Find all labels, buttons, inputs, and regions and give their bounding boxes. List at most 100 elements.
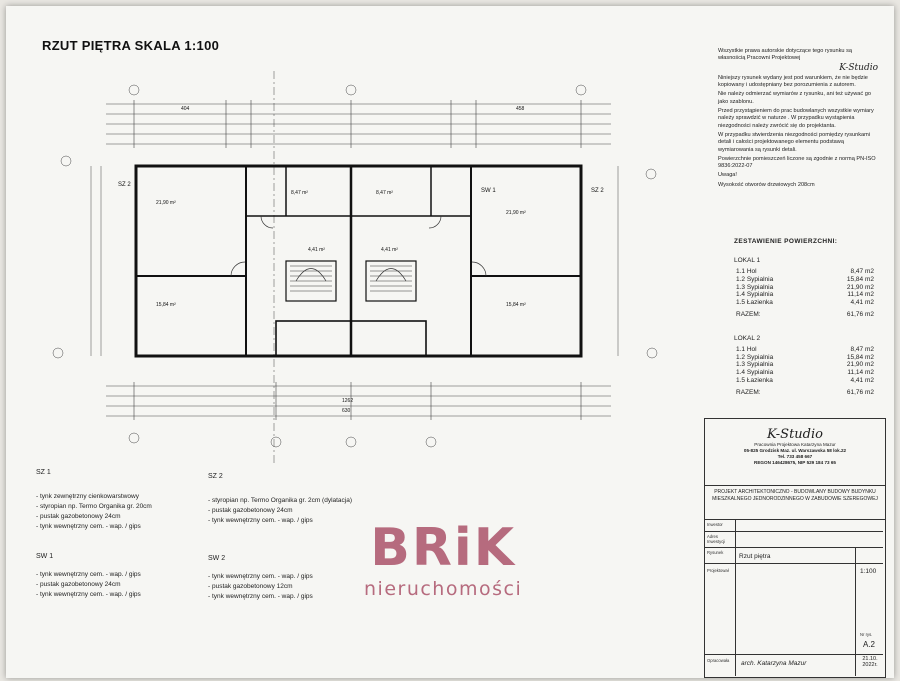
project-name: PROJEKT ARCHITEKTONICZNO - BUDOWLANY BUD… (705, 486, 885, 520)
area-row: 1.5 Łazienka 4,41 m2 (734, 299, 874, 307)
designer-label: Projektował (707, 568, 729, 573)
studio-ids: REGON 146428675, NIP 529 184 73 65 (754, 460, 836, 465)
studio-owner: Pracownia Projektowa Katarzyna Mazur (754, 442, 836, 447)
area-row: 1.5 Łazienka 4,41 m2 (734, 377, 874, 385)
note-doors: Wysokość otworów drzwiowych 208cm (718, 181, 815, 188)
legend-sz2-line: - pustak gazobetonowy 24cm (208, 507, 293, 514)
area-name: 1.4 Sypialnia (736, 291, 774, 299)
dimension-total: 1262 (342, 398, 353, 404)
wall-label-sz2-right: SZ 2 (591, 188, 604, 194)
drawing-title: RZUT PIĘTRA SKALA 1:100 (42, 38, 220, 53)
total-label: RAZEM: (736, 388, 761, 396)
legend-sw1-line: - pustak gazobetonowy 24cm (36, 581, 121, 588)
area-value: 15,84 m2 (846, 275, 874, 283)
total-value: 61,76 m2 (846, 310, 874, 318)
area-summary-heading: ZESTAWIENIE POWIERZCHNI: (734, 238, 838, 245)
author-label: Opracowała (707, 658, 730, 663)
area-total-row: RAZEM: 61,76 m2 (734, 311, 874, 319)
legend-sw1-line: - tynk wewnętrzny cem. - wap. / gips (36, 571, 141, 578)
legend-sw2: SW 2 - tynk wewnętrzny cem. - wap. / gip… (208, 554, 313, 602)
area-name: 1.5 Łazienka (736, 376, 773, 384)
legend-sw1-line: - tynk wewnętrzny cem. - wap. / gips (36, 591, 141, 598)
legend-sz1-title: SZ 1 (36, 469, 51, 476)
legend-sz2-line: - styropian np. Termo Organika gr. 2cm (… (208, 497, 353, 504)
investor-label: Inwestor (707, 522, 723, 527)
legend-sz2-title: SZ 2 (208, 473, 223, 480)
room-label-left-2: 15,84 m² (156, 302, 176, 308)
drawing-row: Rysunek Rzut piętra (705, 548, 883, 564)
legend-sw2-line: - pustak gazobetonowy 12cm (208, 583, 293, 590)
studio-logo: K-Studio (767, 427, 823, 442)
area-name: 1.1 Hol (736, 268, 757, 275)
area-row: 1.4 Sypialnia 11,14 m2 (734, 369, 874, 377)
legend-sz2-line: - tynk wewnętrzny cem. - wap. / gips (208, 517, 313, 524)
area-value: 11,14 m2 (847, 369, 874, 377)
lokal-1-title: LOKAL 1 (734, 257, 761, 264)
area-name: 1.3 Sypialnia (736, 283, 774, 291)
area-value: 8,47 m2 (850, 268, 875, 275)
room-label-bath-right: 4,41 m² (381, 247, 398, 253)
sheet-label: Nr rys. (860, 632, 873, 637)
area-value: 8,47 m2 (850, 345, 875, 353)
copyright-notes: Wszystkie prawa autorskie dotyczące tego… (718, 48, 878, 191)
note-check: Przed przystąpieniem do prac budowlanych… (718, 108, 874, 129)
note-details: W przypadku stwierdzenia niezgodności po… (718, 131, 871, 153)
address-label: Adres Inwestycji (707, 534, 726, 544)
room-label-bath-left: 4,41 m² (308, 247, 325, 253)
note-norm: Powierzchnie pomieszczeń liczone są zgod… (718, 155, 876, 170)
total-value: 61,76 m2 (846, 388, 874, 396)
sheet-number: A.2 (863, 640, 876, 649)
brik-tagline: nieruchomości (364, 578, 523, 600)
room-label-hall-left: 8,47 m² (291, 190, 308, 196)
legend-sz1-line: - tynk zewnętrzny cienkowarstwowy (36, 493, 139, 500)
legend-sw1: SW 1 - tynk wewnętrzny cem. - wap. / gip… (36, 552, 141, 600)
dimension-a: 404 (181, 106, 190, 112)
area-name: 1.3 Sypialnia (736, 361, 774, 369)
legend-sw2-title: SW 2 (208, 555, 226, 562)
author-name: arch. Katarzyna Mazur (741, 660, 807, 667)
legend-sw2-line: - tynk wewnętrzny cem. - wap. / gips (208, 593, 313, 600)
studio-signature: K-Studio (839, 62, 878, 73)
note-copy: Niniejszy rysunek wydany jest pod warunk… (718, 74, 868, 89)
dimension-c: 630 (342, 408, 351, 414)
studio-phone: Tel. 733 458 667 (777, 454, 813, 459)
total-label: RAZEM: (736, 310, 761, 318)
scale-value: 1:100 (860, 568, 877, 575)
lokal-2-title: LOKAL 2 (734, 334, 761, 342)
area-row: 1.2 Sypialnia 15,84 m2 (734, 276, 874, 284)
area-name: 1.5 Łazienka (736, 299, 773, 307)
studio-address: 05-825 Grodzisk Maz. ul. Warszawska 58 l… (743, 448, 847, 453)
room-label-right-1: 21,90 m² (506, 210, 526, 216)
room-label-hall-right: 8,47 m² (376, 190, 393, 196)
area-value: 11,14 m2 (847, 291, 874, 299)
area-summary: ZESTAWIENIE POWIERZCHNI: LOKAL 1 1.1 Hol… (734, 238, 874, 397)
drawing-label: Rysunek (707, 550, 724, 555)
legend-sz1-line: - tynk wewnętrzny cem. - wap. / gips (36, 523, 141, 530)
area-value: 4,41 m2 (850, 376, 875, 384)
legend-sw2-line: - tynk wewnętrzny cem. - wap. / gips (208, 573, 313, 580)
brik-logo: BRiK (370, 518, 517, 578)
legend-sz2: SZ 2 - styropian np. Termo Organika gr. … (208, 472, 352, 526)
note-studio: K-Studio (718, 62, 878, 73)
studio-logo-block: K-Studio Pracownia Projektowa Katarzyna … (705, 419, 885, 486)
legend-sz1-line: - styropian np. Termo Organika gr. 20cm (36, 503, 152, 510)
area-value: 15,84 m2 (846, 353, 874, 361)
legend-sw1-title: SW 1 (36, 553, 54, 560)
area-name: 1.4 Sypialnia (736, 369, 774, 377)
address-row: Adres Inwestycji (705, 532, 883, 548)
floor-plan: 21,90 m² 15,84 m² 21,90 m² 15,84 m² 8,47… (52, 71, 658, 466)
note-warning: Uwaga! (718, 172, 737, 179)
area-value: 4,41 m2 (850, 299, 875, 307)
brik-watermark: BRiK nieruchomości (364, 522, 522, 600)
room-label-right-2: 15,84 m² (506, 302, 526, 308)
wall-label-sw1: SW 1 (481, 188, 496, 194)
note-measure: Nie należy odmierzać wymiarów z rysunku,… (718, 91, 871, 105)
room-label-left-1: 21,90 m² (156, 200, 176, 206)
investor-row: Inwestor (705, 520, 883, 532)
area-name: 1.2 Sypialnia (736, 275, 774, 283)
legend-sz1: SZ 1 - tynk zewnętrzny cienkowarstwowy -… (36, 468, 152, 532)
area-name: 1.2 Sypialnia (736, 353, 774, 361)
